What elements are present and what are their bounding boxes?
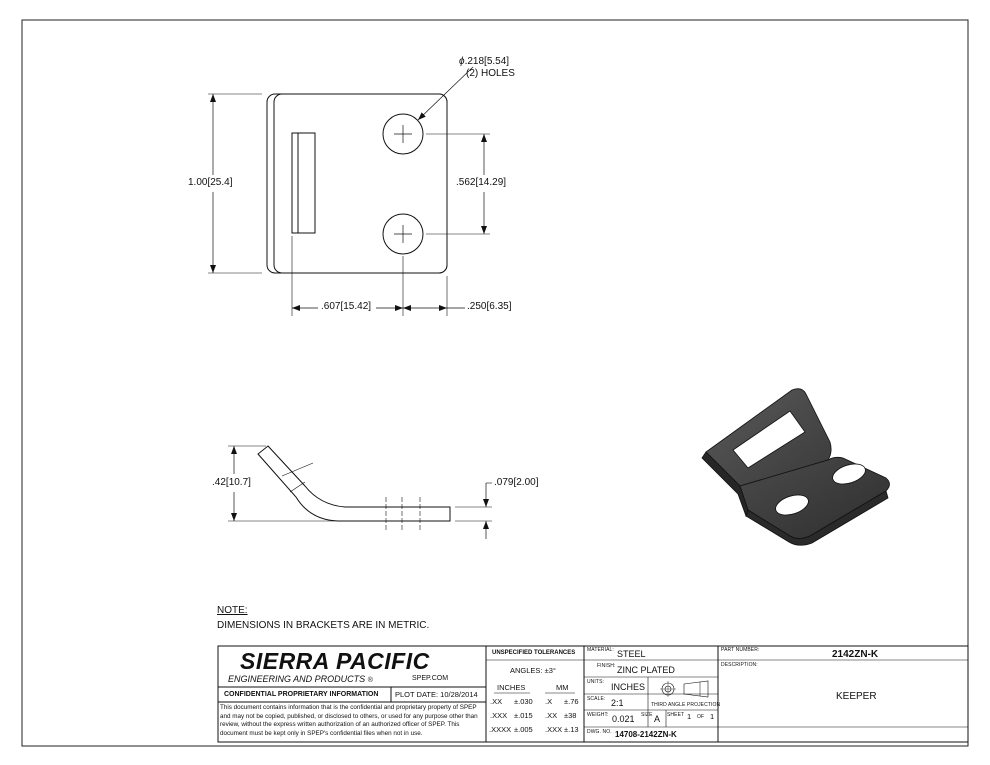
iso-hole-right <box>832 463 866 485</box>
dim-thickness-in: .079 <box>494 477 514 488</box>
dim-side-height-in: .42 <box>212 477 226 488</box>
front-view-plate <box>273 93 448 274</box>
sheet-border <box>21 19 969 747</box>
units-value: INCHES <box>611 682 646 692</box>
material-label: MATERIAL: <box>587 647 614 653</box>
size-value: A <box>654 714 661 724</box>
front-view-slot <box>291 132 316 234</box>
dim-thickness: .079[2.00] <box>494 477 539 488</box>
tol-row-1-mm-tol: ±.76 <box>564 697 579 706</box>
plot-date: PLOT DATE: 10/28/2014 <box>395 690 478 699</box>
dim-height-mm: 25.4 <box>210 177 230 188</box>
dim-hole-edge: .250[6.35] <box>467 301 512 312</box>
registered-mark: ® <box>367 677 373 684</box>
description-value: KEEPER <box>836 691 877 702</box>
confidential-label: CONFIDENTIAL PROPRIETARY INFORMATION <box>224 691 379 698</box>
weight-label: WEIGHT: <box>587 712 609 718</box>
note-heading: NOTE: <box>217 605 248 616</box>
tol-row-1-in-fmt: .XX <box>490 697 503 706</box>
sheet-total: 1 <box>710 712 715 721</box>
tol-row-1-mm-fmt: .X <box>545 697 553 706</box>
hole-callout: ϕ.218[5.54] <box>459 56 510 67</box>
weight-value: 0.021 <box>612 714 635 724</box>
hole-callout-qty: (2) HOLES <box>466 68 515 79</box>
dim-hole-offset-in: .607 <box>321 301 341 312</box>
company-subtitle: ENGINEERING AND PRODUCTS ® <box>228 674 373 685</box>
scale-value: 2:1 <box>611 698 624 708</box>
tolerance-angles: ANGLES: ±3° <box>510 666 556 675</box>
confidential-text: This document contains information that … <box>220 704 478 737</box>
tolerance-inches-header: INCHES <box>497 683 526 692</box>
dim-hole-offset-mm: 15.42 <box>343 301 369 312</box>
dim-hole-spacing-in: .562 <box>456 177 476 188</box>
dim-hole-offset: .607[15.42] <box>321 301 372 312</box>
dim-thickness-mm: 2.00 <box>516 477 536 488</box>
dwg-number: 14708-2142ZN-K <box>615 730 677 739</box>
iso-slot <box>732 410 806 469</box>
dim-height-in: 1.00 <box>188 177 208 188</box>
front-view-hole-top <box>382 113 424 155</box>
sheet-number: 1 <box>687 712 692 721</box>
size-label: SIZE <box>641 712 653 718</box>
tol-row-2-in-tol: ±.015 <box>514 711 533 720</box>
tol-row-3-mm-tol: ±.13 <box>564 725 579 734</box>
units-label: UNITS: <box>587 679 604 685</box>
dwg-label: DWG. NO. <box>587 729 612 735</box>
side-view-profile <box>257 445 451 522</box>
hole-callout-dia: .218 <box>464 56 485 67</box>
material-value: STEEL <box>617 649 646 659</box>
scale-label: SCALE: <box>587 696 606 702</box>
dim-side-height: .42[10.7] <box>212 477 251 488</box>
projection-label: THIRD ANGLE PROJECTION <box>651 702 721 708</box>
company-subtitle-text: ENGINEERING AND PRODUCTS <box>228 674 366 684</box>
tol-row-2-mm-tol: ±38 <box>564 711 577 720</box>
sheet-label: SHEET <box>667 712 685 718</box>
part-number: 2142ZN-K <box>832 649 879 660</box>
note-text: DIMENSIONS IN BRACKETS ARE IN METRIC. <box>217 620 430 631</box>
isometric-view <box>701 388 890 546</box>
iso-hole-left <box>775 494 809 516</box>
company-name: SIERRA PACIFIC <box>240 648 430 674</box>
dim-hole-edge-mm: 6.35 <box>489 301 509 312</box>
tol-row-3-in-fmt: .XXXX <box>489 725 512 734</box>
tol-row-3-mm-fmt: .XXX <box>545 725 563 734</box>
description-label: DESCRIPTION: <box>721 662 758 668</box>
dim-side-height-mm: 10.7 <box>228 477 249 488</box>
sheet-of: OF <box>697 714 705 720</box>
dim-height: 1.00[25.4] <box>188 177 233 188</box>
part-number-label: PART NUMBER: <box>721 647 760 653</box>
tol-row-2-mm-fmt: .XX <box>545 711 558 720</box>
tolerances-title: UNSPECIFIED TOLERANCES <box>492 650 576 656</box>
side-view <box>228 445 492 539</box>
dim-hole-spacing-mm: 14.29 <box>478 177 504 188</box>
tol-row-2-in-fmt: .XXX <box>490 711 508 720</box>
tolerance-mm-header: MM <box>556 683 569 692</box>
tol-row-1-in-tol: ±.030 <box>514 697 533 706</box>
title-block-grid <box>217 645 969 743</box>
dim-hole-spacing: .562[14.29] <box>456 177 507 188</box>
company-website: SPEP.COM <box>412 675 449 682</box>
finish-value: ZINC PLATED <box>617 665 675 675</box>
front-view-hole-bottom <box>382 213 424 255</box>
dim-hole-edge-in: .250 <box>467 301 487 312</box>
front-view <box>208 66 490 316</box>
hole-callout-dia-metric: 5.54 <box>486 56 507 67</box>
tol-row-3-in-tol: ±.005 <box>514 725 533 734</box>
iso-lower-edge <box>745 490 889 546</box>
finish-label: FINISH: <box>597 663 616 669</box>
